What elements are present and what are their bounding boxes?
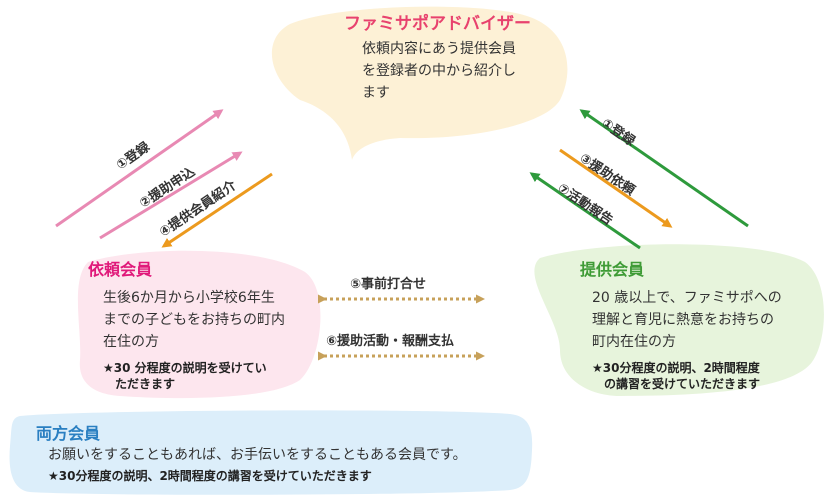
- requester-desc-line: までの子どもをお持ちの町内: [103, 312, 285, 328]
- both-note: ★30分程度の説明、2時間程度の講習を受けていただきます: [48, 469, 372, 483]
- activity-label: ⑥援助活動・報酬支払: [326, 334, 455, 349]
- requester-note-line: ★30 分程度の説明を受けてい: [103, 361, 267, 375]
- meeting-label: ⑤事前打合せ: [350, 277, 427, 292]
- left-request-arrow: [99, 151, 243, 240]
- requester-note-line: ただきます: [103, 377, 176, 391]
- provider-blob: [534, 244, 824, 396]
- requester-title: 依頼会員: [88, 260, 153, 279]
- requester-desc-line: 生後6か月から小学校6年生: [103, 290, 275, 306]
- advisor-desc-line: 依頼内容にあう提供会員: [362, 41, 516, 57]
- advisor-desc-line: を登録者の中から紹介し: [362, 63, 516, 79]
- requester-description: 生後6か月から小学校6年生 までの子どもをお持ちの町内 在住の方: [103, 287, 313, 353]
- right-request-arrow: [559, 148, 673, 228]
- requester-blob: [77, 250, 321, 399]
- provider-note: ★30分程度の説明、2時間程度 の講習を受けていただきます: [592, 360, 827, 392]
- advisor-blob: [271, 6, 568, 161]
- both-description: お願いをすることもあれば、お手伝いをすることもある会員です。: [48, 447, 467, 463]
- provider-note-line: の講習を受けていただきます: [592, 377, 761, 391]
- left-register-arrow: [55, 109, 224, 228]
- provider-description: 20 歳以上で、ファミサポへの 理解と育児に熱意をお持ちの 町内在住の方: [592, 287, 827, 353]
- provider-note-line: ★30分程度の説明、2時間程度: [592, 361, 760, 375]
- right-report-arrow: [529, 172, 641, 250]
- both-title: 両方会員: [36, 424, 101, 443]
- right-register-arrow: [579, 109, 749, 228]
- both-blob: [9, 410, 533, 495]
- requester-note: ★30 分程度の説明を受けてい ただきます: [103, 360, 313, 392]
- provider-desc-line: 町内在住の方: [592, 334, 676, 350]
- advisor-desc-line: ます: [362, 85, 390, 101]
- advisor-description: 依頼内容にあう提供会員 を登録者の中から紹介し ます: [362, 38, 562, 104]
- advisor-title: ファミサポアドバイザー: [344, 14, 531, 34]
- provider-title: 提供会員: [580, 260, 645, 279]
- provider-desc-line: 20 歳以上で、ファミサポへの: [592, 290, 782, 306]
- requester-desc-line: 在住の方: [103, 334, 159, 350]
- provider-desc-line: 理解と育児に熱意をお持ちの: [592, 312, 774, 328]
- left-introduce-arrow: [161, 172, 273, 248]
